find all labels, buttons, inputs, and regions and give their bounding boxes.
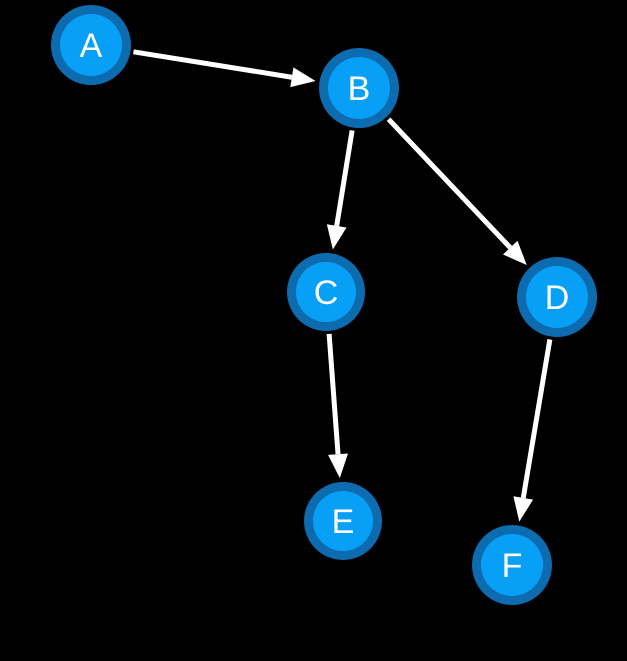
graph-node-a[interactable]: A	[51, 5, 131, 85]
node-fill	[60, 14, 122, 76]
graph-edge[interactable]	[513, 338, 553, 522]
graph-edge[interactable]	[326, 130, 355, 250]
node-fill	[481, 534, 543, 596]
graph-node-b[interactable]: B	[319, 48, 399, 128]
edge-line	[326, 333, 341, 455]
node-fill	[296, 262, 356, 322]
node-fill	[313, 491, 373, 551]
edge-line	[386, 117, 513, 250]
edge-arrowhead-icon	[328, 453, 349, 479]
graph-edge[interactable]	[326, 333, 349, 479]
graph-edge[interactable]	[133, 49, 316, 88]
edge-line	[520, 338, 553, 499]
graph-node-e[interactable]: E	[304, 482, 382, 560]
edge-line	[133, 49, 293, 80]
edge-arrowhead-icon	[326, 224, 347, 250]
edge-arrowhead-icon	[502, 240, 527, 266]
graph-node-f[interactable]: F	[472, 525, 552, 605]
node-fill	[328, 57, 390, 119]
edge-line	[334, 130, 355, 227]
edges-layer	[133, 49, 553, 522]
graph-edge[interactable]	[386, 117, 527, 266]
graph-node-d[interactable]: D	[517, 257, 597, 337]
edge-arrowhead-icon	[513, 496, 534, 522]
nodes-layer: A B C D E F	[51, 5, 597, 605]
graph-node-c[interactable]: C	[287, 253, 365, 331]
edge-arrowhead-icon	[290, 67, 316, 88]
node-fill	[526, 266, 588, 328]
